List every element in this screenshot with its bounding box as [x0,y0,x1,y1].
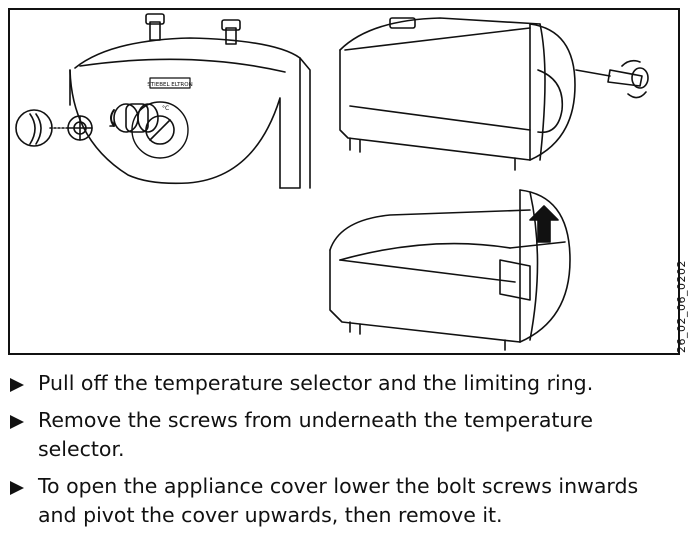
figure-code: 26_02_06_0202 [675,260,688,353]
instruction-step: Pull off the temperature selector and th… [10,369,682,398]
instruction-step: To open the appliance cover lower the bo… [10,472,682,530]
illustration-frame: STIEBEL ELTRON °C [8,8,688,355]
unit-label: °C [162,105,169,112]
triangle-bullet-icon [10,481,24,495]
appliance-front-view: STIEBEL ELTRON °C [15,13,311,189]
appliance-side-view-cover-open [329,189,571,351]
instruction-text: Remove the screws from underneath the te… [38,408,594,461]
instruction-text: Pull off the temperature selector and th… [38,371,594,395]
appliance-side-view-screw [339,17,649,171]
illustration-drawing: STIEBEL ELTRON °C [15,13,649,351]
instruction-step: Remove the screws from underneath the te… [10,406,682,464]
brand-label: STIEBEL ELTRON [147,82,192,88]
triangle-bullet-icon [10,415,24,429]
instruction-list: Pull off the temperature selector and th… [10,369,682,538]
triangle-bullet-icon [10,378,24,392]
instruction-text: To open the appliance cover lower the bo… [38,474,639,527]
